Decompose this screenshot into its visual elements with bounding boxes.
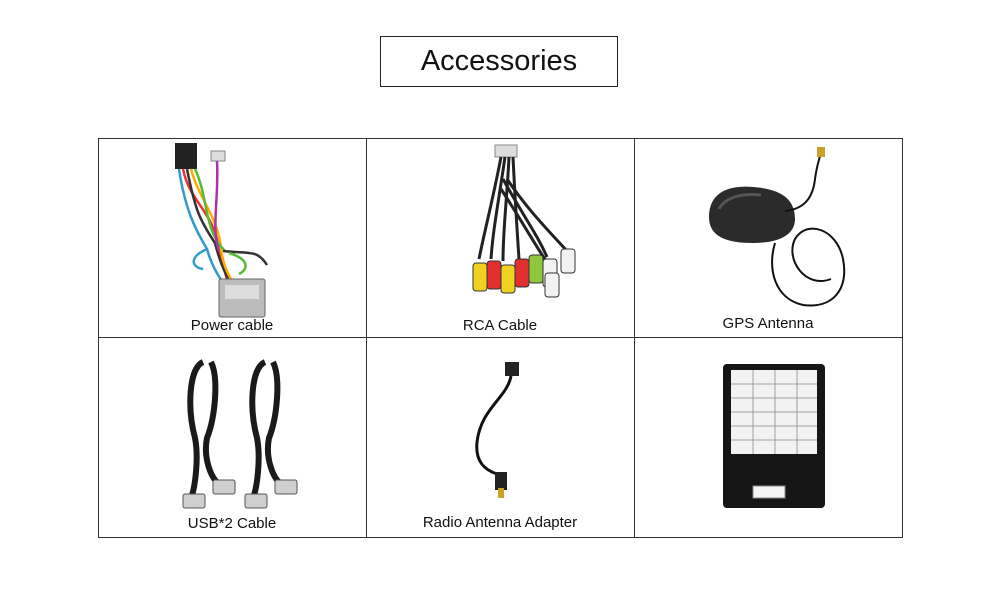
accessory-label: USB*2 Cable xyxy=(187,515,277,532)
radio-antenna-adapter-image xyxy=(474,362,519,498)
accessory-card-canbus-box xyxy=(633,337,903,538)
accessory-card-power-cable: Power cable xyxy=(97,137,367,338)
accessory-label: Radio Antenna Adapter xyxy=(422,514,578,531)
canbus-box-image xyxy=(722,364,825,508)
power-cable-image xyxy=(174,142,268,317)
accessory-card-gps-antenna: GPS Antenna xyxy=(633,137,903,338)
accessory-label: RCA Cable xyxy=(462,316,538,334)
accessory-label: Power cable xyxy=(190,316,274,334)
accessory-card-radio-antenna-adapter: Radio Antenna Adapter xyxy=(365,337,635,538)
accessory-card-usb-cable: USB*2 Cable xyxy=(97,337,367,538)
accessory-card-rca-cable: RCA Cable xyxy=(365,137,635,338)
usb-cable-image xyxy=(182,359,297,509)
rca-cable-image xyxy=(472,144,575,297)
gps-antenna-image xyxy=(708,146,845,306)
accessory-label: GPS Antenna xyxy=(722,314,814,332)
page-title: Accessories xyxy=(380,36,618,87)
accessories-grid: Power cable xyxy=(97,137,903,538)
